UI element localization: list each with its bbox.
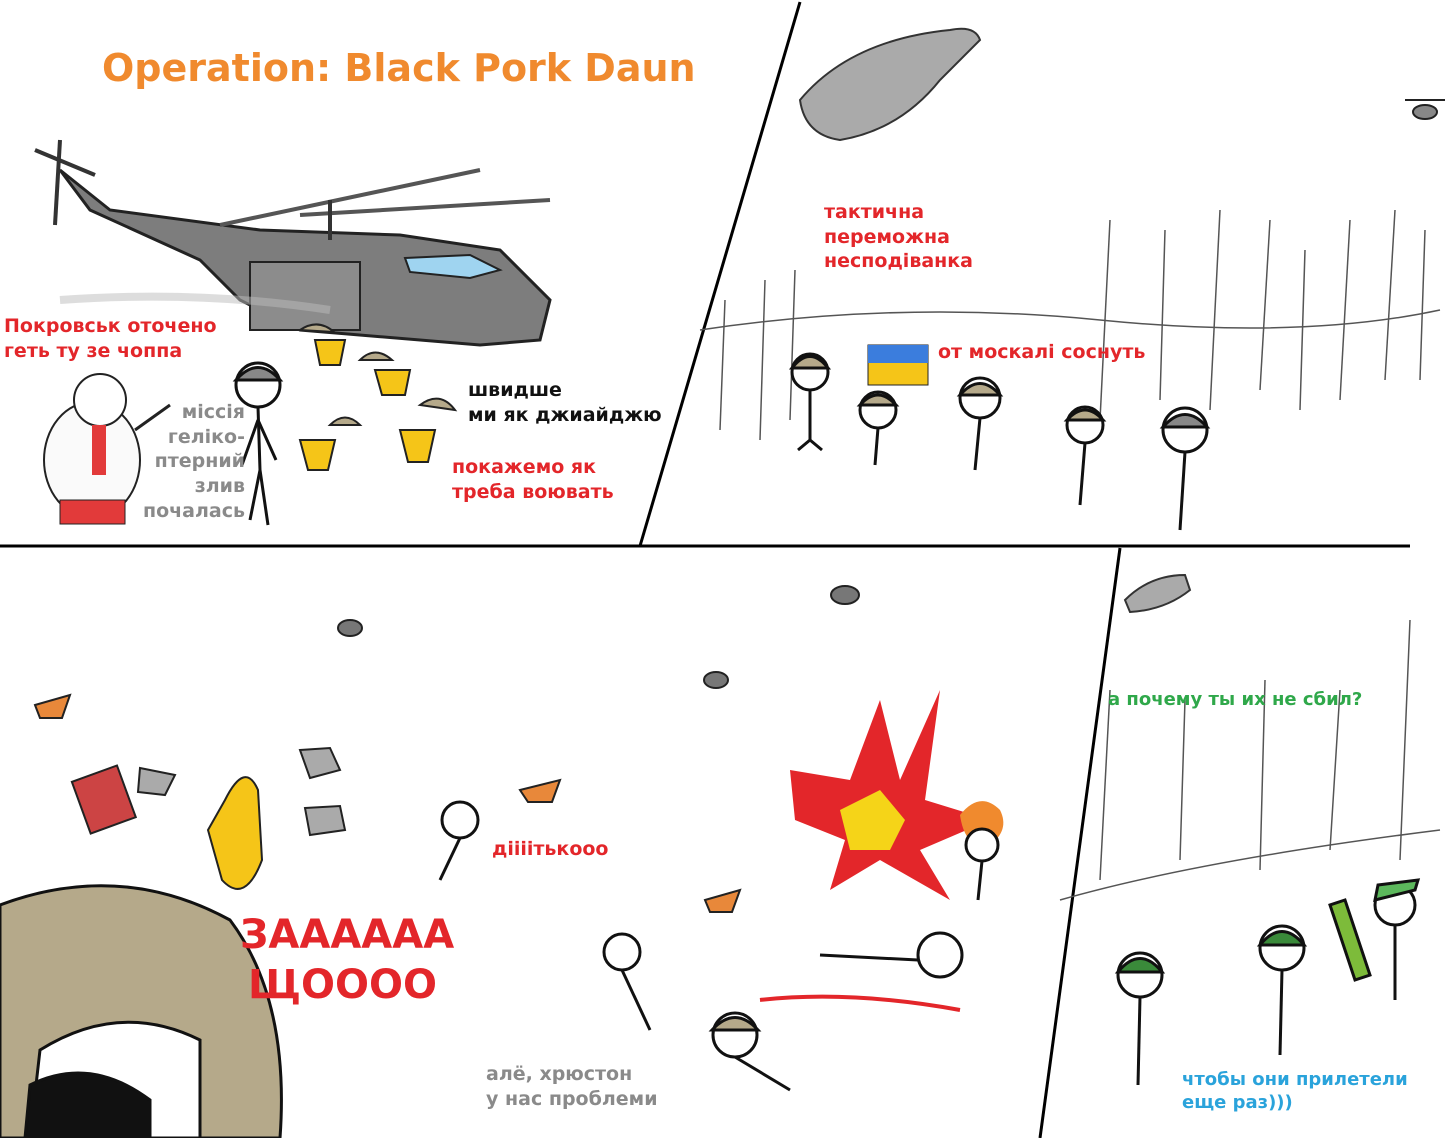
caption-question: а почему ты их не сбил? bbox=[1108, 689, 1363, 710]
officer-figure bbox=[232, 361, 284, 526]
drone-icon bbox=[1405, 99, 1445, 120]
caption-running: діііітькооо bbox=[492, 838, 609, 860]
caption-answer: чтобы они прилетели еще раз))) bbox=[1182, 1069, 1408, 1114]
helicopter-illustration bbox=[34, 139, 552, 347]
caption-moskali: от москалі соснуть bbox=[938, 341, 1146, 363]
paratrooper-group bbox=[296, 323, 458, 471]
small-helicopter bbox=[1123, 573, 1192, 614]
explosion bbox=[790, 690, 1004, 900]
soldiers-group bbox=[788, 344, 1211, 531]
caption-shout: ЗАААААА ЩОOOO bbox=[240, 912, 455, 1008]
falling-bomb bbox=[70, 746, 347, 890]
fallen-soldiers bbox=[438, 800, 1000, 1092]
big-face-closeup bbox=[0, 884, 283, 1138]
distant-helicopter bbox=[798, 27, 982, 142]
green-soldiers bbox=[1114, 878, 1421, 1086]
caption-show-how: покажемо як треба воювать bbox=[452, 456, 614, 503]
drones-swarm bbox=[33, 585, 860, 913]
panel-borders bbox=[0, 1, 1410, 1138]
caption-mission: міссія геліко- птерний злив почалась bbox=[142, 401, 245, 522]
caption-hurry: швидше ми як джиайджю bbox=[468, 379, 662, 426]
caption-tactical: тактична переможна несподіванка bbox=[824, 201, 974, 273]
caption-houston: алё, хрюстон у нас проблеми bbox=[486, 1063, 658, 1110]
winter-forest-right bbox=[1059, 619, 1441, 901]
old-man-figure bbox=[43, 373, 171, 525]
winter-forest bbox=[699, 209, 1441, 441]
caption-encircled: Покровськ оточено геть ту зе чоппа bbox=[4, 315, 217, 362]
comic-title: Operation: Black Pork Daun bbox=[102, 46, 696, 90]
